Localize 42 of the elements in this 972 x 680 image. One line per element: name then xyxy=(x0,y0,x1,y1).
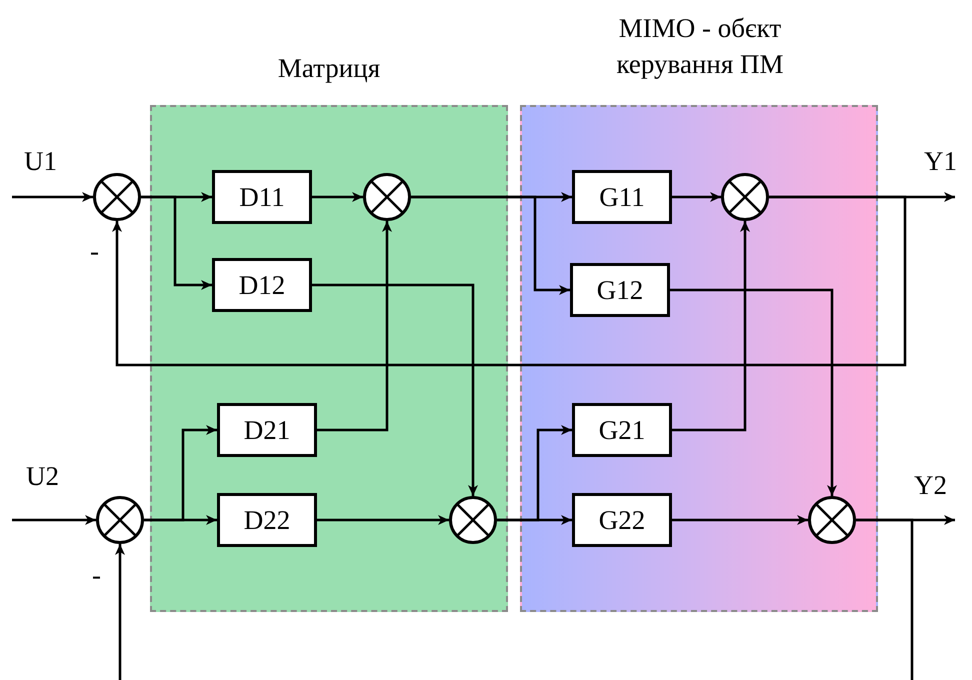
transfer-block xyxy=(572,403,672,457)
signal-arrow xyxy=(497,515,572,525)
block-label: G21 xyxy=(598,416,646,444)
block-label: G11 xyxy=(599,184,645,210)
transfer-block xyxy=(572,170,672,224)
signal-arrow xyxy=(112,196,906,366)
block-label: D21 xyxy=(244,416,290,444)
signal-label: - xyxy=(90,238,99,265)
summing-junction xyxy=(93,173,141,221)
block-label: D22 xyxy=(244,506,290,534)
group-title: Матриця xyxy=(276,52,382,85)
transfer-block xyxy=(570,263,670,317)
block-label: G22 xyxy=(598,506,646,534)
signal-arrow xyxy=(317,221,392,432)
transfer-block xyxy=(212,170,312,224)
transfer-block xyxy=(212,258,312,312)
signal-arrow xyxy=(672,192,721,202)
block-label: G12 xyxy=(596,276,644,304)
signal-arrow xyxy=(672,221,750,432)
signal-label: - xyxy=(92,562,101,589)
signal-arrow xyxy=(312,284,478,496)
signal-arrow xyxy=(670,288,837,496)
signal-label: Y1 xyxy=(924,148,957,175)
signal-arrow xyxy=(144,515,217,525)
signal-arrow xyxy=(411,196,570,295)
signal-arrow xyxy=(312,192,363,202)
signal-arrow xyxy=(115,544,125,680)
summing-junction xyxy=(96,496,144,544)
signal-label: Y2 xyxy=(914,472,947,499)
signal-arrow xyxy=(672,515,808,525)
signal-arrow xyxy=(12,515,96,525)
block-label: D12 xyxy=(238,272,286,298)
block-label: D11 xyxy=(239,184,285,210)
transfer-block xyxy=(217,403,317,457)
signal-label: U2 xyxy=(26,463,59,490)
signal-arrow xyxy=(317,515,449,525)
signal-label: U1 xyxy=(24,148,57,175)
transfer-block xyxy=(217,493,317,547)
signal-arrow xyxy=(141,196,212,290)
signal-arrow xyxy=(12,192,93,202)
transfer-block xyxy=(572,493,672,547)
group-title: MIMO - обєкт керування ПМ xyxy=(615,12,785,81)
